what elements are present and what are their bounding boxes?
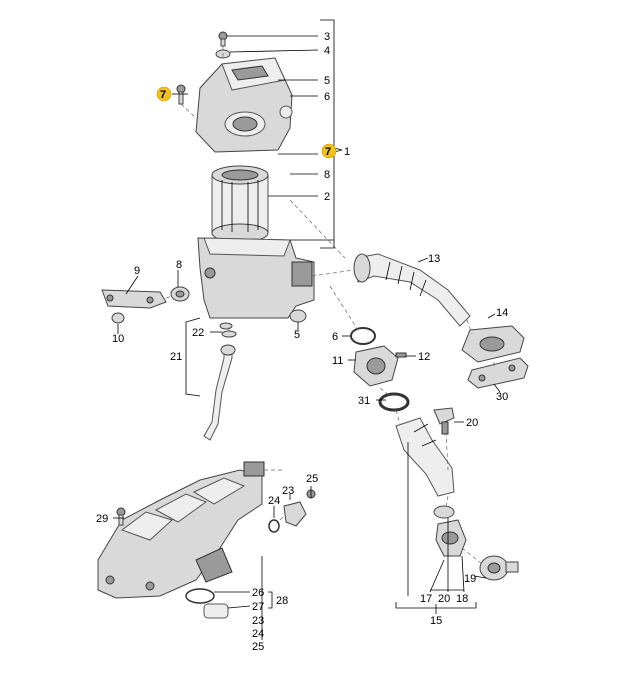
callout-7-right: 7 (325, 146, 331, 158)
callout-23-upper: 23 (282, 485, 294, 497)
screw-7-top (176, 84, 186, 105)
callout-24-upper: 24 (268, 495, 280, 507)
callout-4: 4 (324, 45, 330, 57)
callout-2: 2 (324, 191, 330, 203)
callout-22: 22 (192, 327, 204, 339)
callout-6-upper: 6 (324, 91, 330, 103)
callout-8-lower: 8 (176, 259, 182, 271)
clamp-31 (378, 392, 410, 412)
callout-7-left: 7 (160, 89, 166, 101)
bolt-29 (116, 507, 126, 526)
callout-27: 27 (252, 601, 264, 613)
callout-24-lower: 24 (252, 628, 264, 640)
callout-labels: 3 4 5 6 7 7 1 8 2 13 9 8 10 22 21 5 6 11… (96, 31, 508, 653)
air-filter-housing (197, 237, 315, 330)
leader-lines (113, 19, 501, 640)
callout-30: 30 (496, 391, 508, 403)
gasket-27 (203, 603, 229, 619)
callout-9: 9 (134, 265, 140, 277)
nut-10 (111, 312, 125, 324)
callout-10: 10 (112, 333, 124, 345)
drain-hose (203, 330, 237, 441)
o-ring-24 (268, 519, 280, 533)
screw-3 (218, 31, 228, 47)
callout-25-lower: 25 (252, 641, 264, 653)
gasket-26 (185, 588, 215, 604)
bushing-8 (170, 286, 190, 302)
callout-25-upper: 25 (306, 473, 318, 485)
callout-26: 26 (252, 587, 264, 599)
callout-23-lower: 23 (252, 615, 264, 627)
callout-20-upper: 20 (466, 417, 478, 429)
actuator-19 (479, 555, 519, 581)
callout-15: 15 (430, 615, 442, 627)
callout-3: 3 (324, 31, 330, 43)
callout-29: 29 (96, 513, 108, 525)
bracket-9 (101, 289, 167, 309)
air-filter-lid (195, 57, 293, 153)
connector-17-18 (435, 519, 467, 557)
intake-manifold (97, 461, 265, 599)
callout-21: 21 (170, 351, 182, 363)
highlight-badges (156, 86, 337, 159)
callout-20-lower: 20 (438, 593, 450, 605)
alignment-lines (165, 46, 495, 565)
callout-1: 1 (344, 146, 350, 158)
callout-19: 19 (464, 573, 476, 585)
callout-11: 11 (332, 355, 343, 367)
charge-hose (395, 417, 455, 497)
callout-5-upper: 5 (324, 75, 330, 87)
callout-6-lower: 6 (332, 331, 338, 343)
callout-12: 12 (418, 351, 430, 363)
callout-8-upper: 8 (324, 169, 330, 181)
valve-20 (433, 407, 455, 435)
screw-12 (395, 352, 407, 358)
callout-31: 31 (358, 395, 370, 407)
bracket-30 (467, 357, 529, 389)
air-filter-element (211, 165, 269, 243)
callout-17: 17 (420, 593, 432, 605)
o-ring-6 (350, 327, 376, 345)
seal-20b (433, 505, 455, 519)
callout-13: 13 (428, 253, 440, 265)
callout-28: 28 (276, 595, 288, 607)
callout-14: 14 (496, 307, 508, 319)
flange-14 (461, 325, 525, 363)
callout-18: 18 (456, 593, 468, 605)
intake-hose-13 (353, 253, 471, 327)
grommet-5-lower (289, 309, 307, 323)
elbow-11 (353, 345, 399, 387)
callout-5-lower: 5 (294, 329, 300, 341)
sensor-23 (283, 501, 307, 527)
